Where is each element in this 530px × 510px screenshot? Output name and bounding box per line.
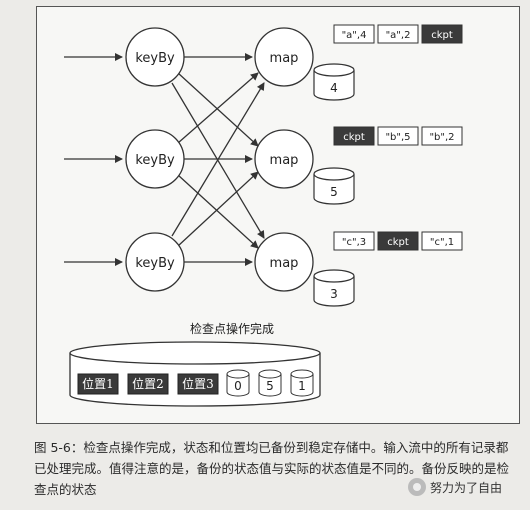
record-box: "a",4 <box>333 24 375 44</box>
checkpoint-barrier-box: ckpt <box>333 126 375 146</box>
record-box: "a",2 <box>377 24 419 44</box>
record-buffers: "a",4 "a",2 ckpt ckpt "b",5 "b",2 "c",3 ckpt "c"… <box>333 24 463 251</box>
saved-position-text: 位置1 <box>82 376 114 391</box>
watermark-text: 努力为了自由 <box>430 480 503 495</box>
map-node-2: map <box>254 129 314 189</box>
dataflow-diagram: keyBy keyBy keyBy map map map 4 5 3 "a",… <box>64 24 463 407</box>
state-value: 5 <box>330 185 338 199</box>
record-box: "c",3 <box>333 231 375 251</box>
saved-state-value: 1 <box>298 379 306 393</box>
shuffle-connections <box>171 53 265 266</box>
record-text: ckpt <box>431 30 453 41</box>
saved-state-value: 0 <box>234 379 242 393</box>
checkpoint-positions: 位置1 位置2 位置3 <box>77 373 219 395</box>
record-text: "b",5 <box>385 132 410 143</box>
keyby-label: keyBy <box>135 51 175 66</box>
keyby-label: keyBy <box>135 153 175 168</box>
saved-state-value: 5 <box>266 379 274 393</box>
record-text: "c",3 <box>342 237 366 248</box>
saved-position-text: 位置2 <box>132 376 164 391</box>
record-text: "a",2 <box>386 30 411 41</box>
map-node-1: map <box>254 27 314 87</box>
record-box: "b",5 <box>377 126 419 146</box>
state-store-2: 5 <box>313 167 355 205</box>
keyby-label: keyBy <box>135 256 175 271</box>
state-store-3: 3 <box>313 269 355 307</box>
map-label: map <box>270 153 299 168</box>
keyby-node-2: keyBy <box>125 129 185 189</box>
watermark: 努力为了自由 <box>408 478 502 496</box>
keyby-node-3: keyBy <box>125 232 185 292</box>
map-node-3: map <box>254 232 314 292</box>
record-box: "c",1 <box>421 231 463 251</box>
keyby-node-1: keyBy <box>125 27 185 87</box>
state-store-1: 4 <box>313 63 355 101</box>
figure-caption: 图 5-6：检查点操作完成，状态和位置均已备份到稳定存储中。输入流中的所有记录都… <box>34 440 510 497</box>
saved-position-box: 位置3 <box>177 373 219 395</box>
saved-state-cylinder: 5 <box>258 369 282 397</box>
map-label: map <box>270 256 299 271</box>
state-value: 4 <box>330 81 338 95</box>
saved-position-box: 位置2 <box>127 373 169 395</box>
saved-state-cylinder: 1 <box>290 369 314 397</box>
record-text: "c",1 <box>430 237 454 248</box>
map-label: map <box>270 51 299 66</box>
record-text: "b",2 <box>429 132 454 143</box>
saved-position-text: 位置3 <box>182 376 214 391</box>
checkpoint-barrier-box: ckpt <box>421 24 463 44</box>
record-box: "b",2 <box>421 126 463 146</box>
saved-position-box: 位置1 <box>77 373 119 395</box>
checkpoint-label: 检查点操作完成 <box>190 321 274 336</box>
checkpoint-states: 0 5 1 <box>226 369 314 397</box>
wechat-icon <box>408 478 426 496</box>
record-text: ckpt <box>343 132 365 143</box>
saved-state-cylinder: 0 <box>226 369 250 397</box>
record-text: "a",4 <box>342 30 367 41</box>
checkpoint-barrier-box: ckpt <box>377 231 419 251</box>
record-text: ckpt <box>387 237 409 248</box>
state-value: 3 <box>330 287 338 301</box>
